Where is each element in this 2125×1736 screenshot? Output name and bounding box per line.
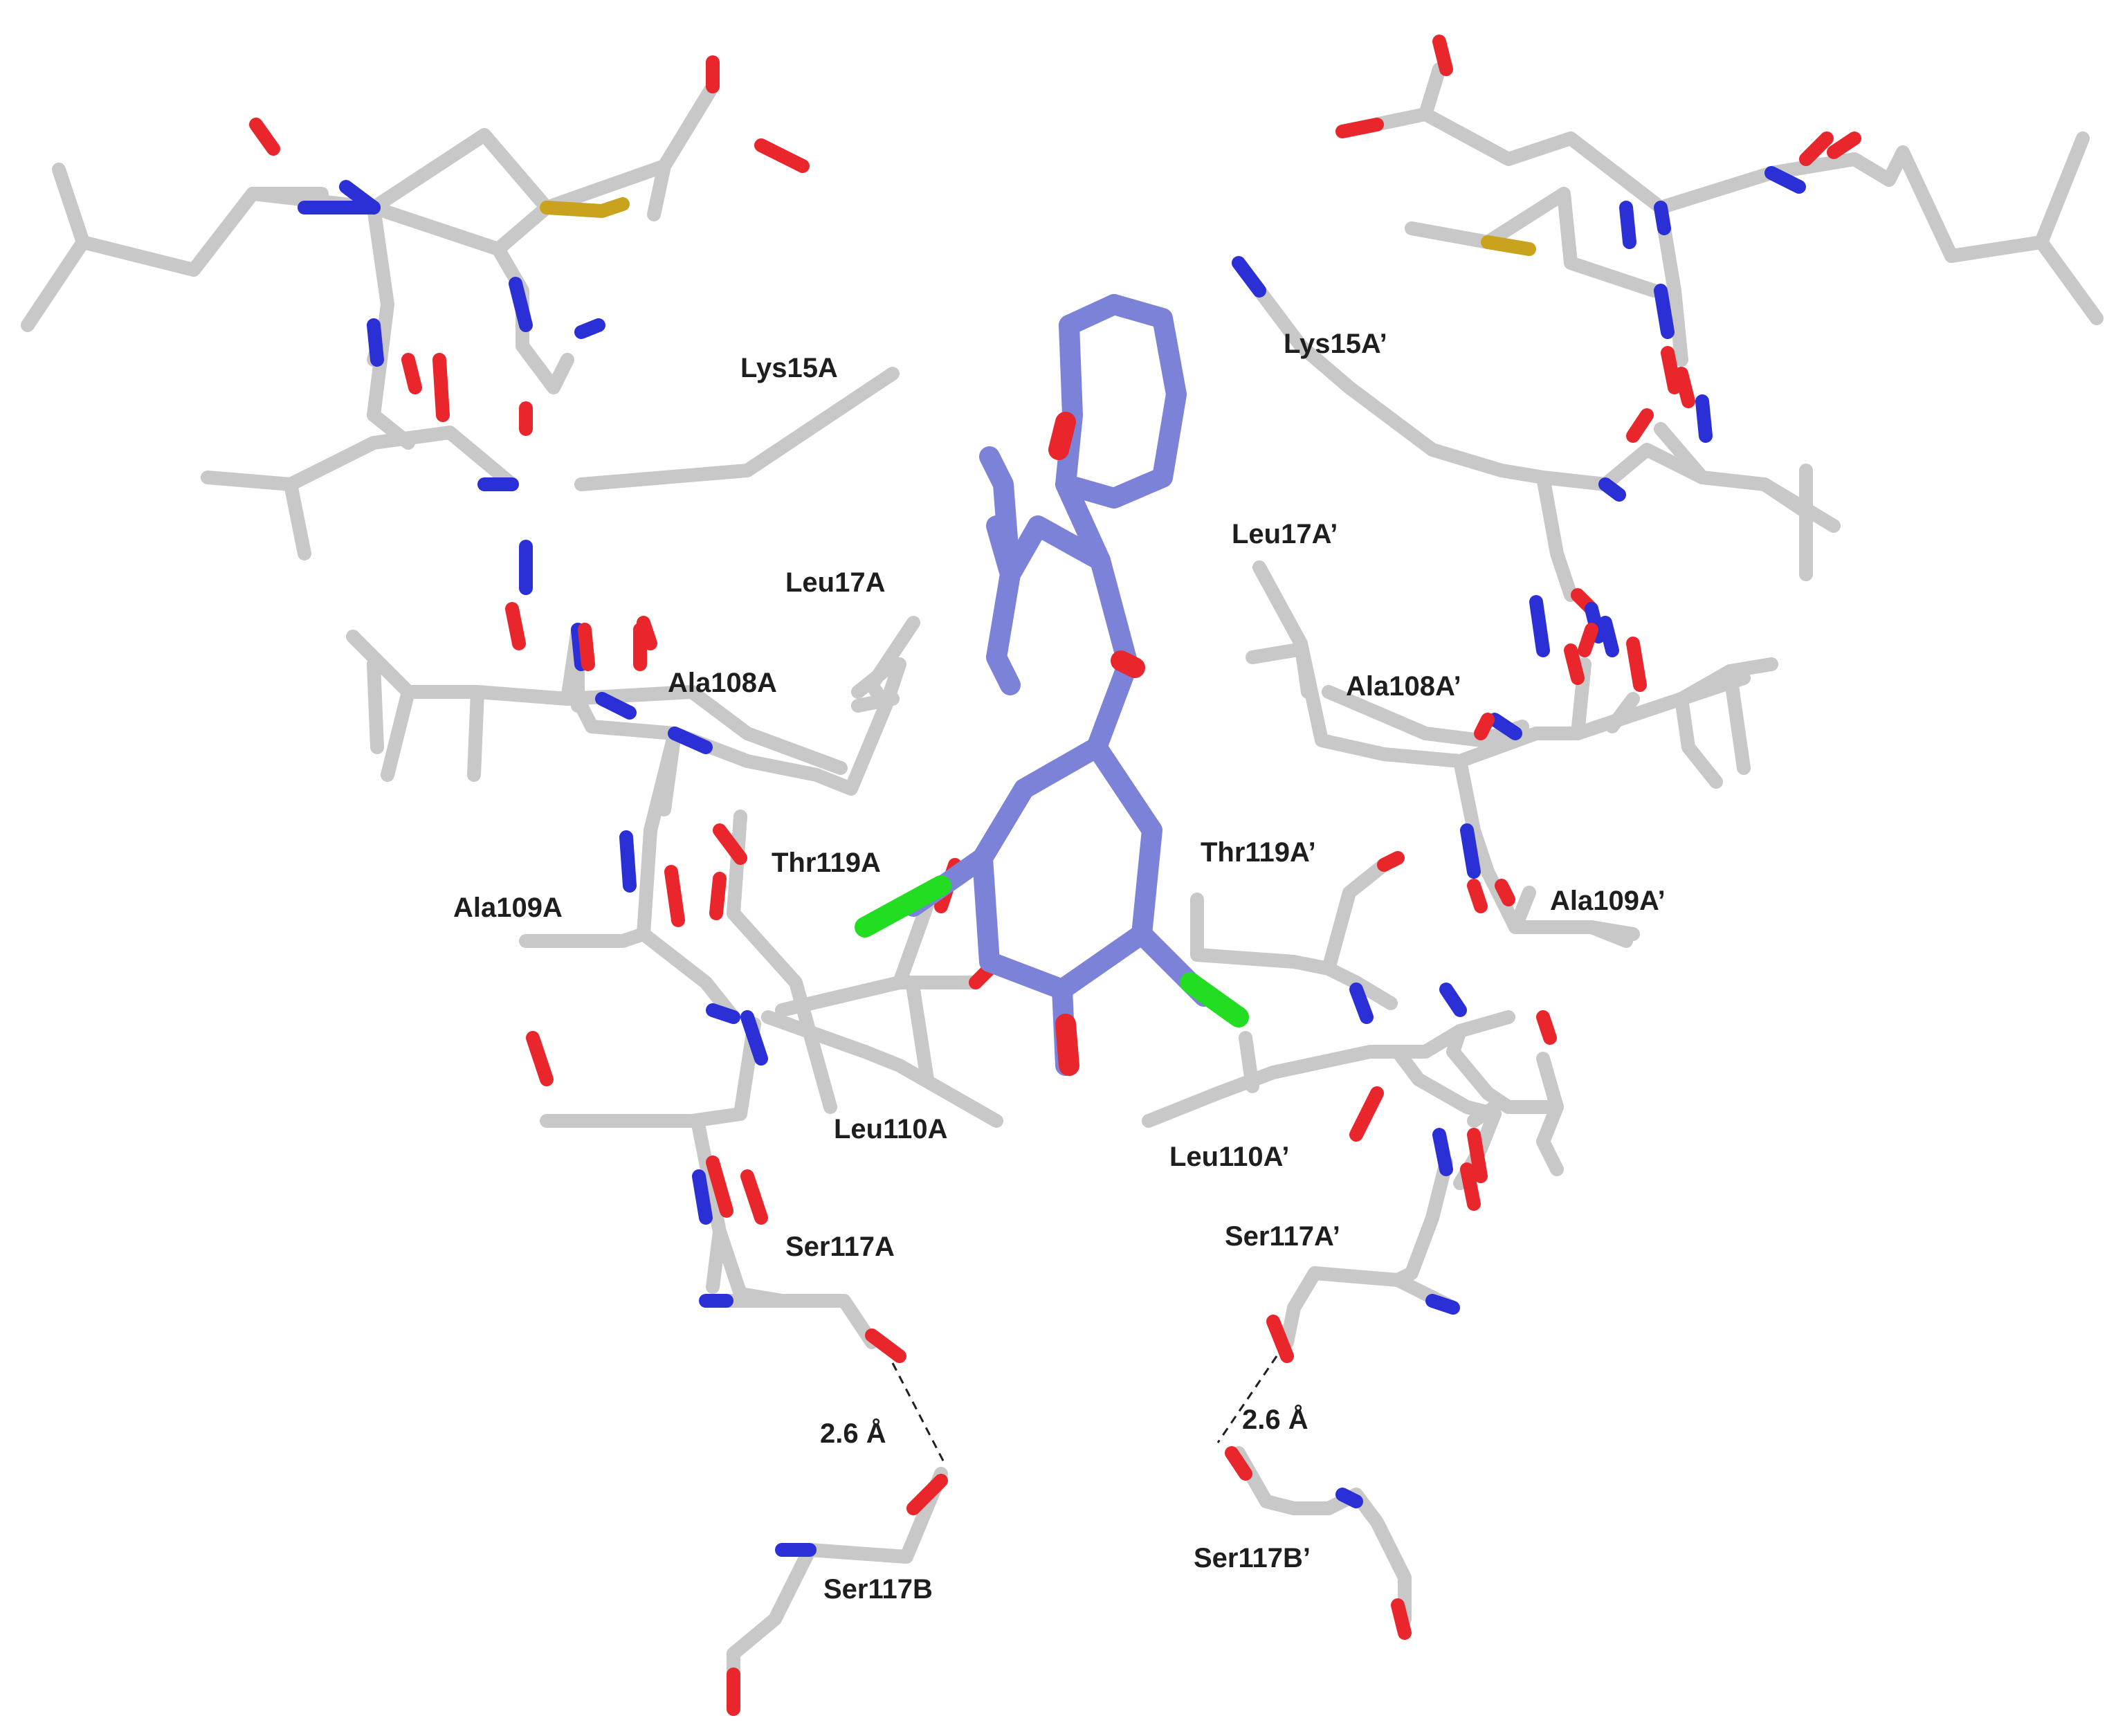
label-leu17a: Leu17A [785, 567, 886, 598]
hydrogen-bonds [891, 1355, 1278, 1464]
label-ser117b: Ser117B [823, 1574, 933, 1605]
residue-labels-right: Lys15A’ Leu17A’ Ala108A’ Thr119A’ Ala109… [1169, 329, 1666, 1573]
label-leu110a-prime: Leu110A’ [1169, 1142, 1289, 1172]
label-ser117b-prime: Ser117B’ [1194, 1543, 1311, 1573]
label-ser117a: Ser117A [785, 1232, 895, 1262]
heteroatom-bonds-right [1225, 35, 1861, 1640]
label-ala109a: Ala109A [453, 893, 563, 923]
protein-residues-left [21, 80, 1003, 1716]
ligand-molecule [903, 294, 1214, 1076]
ligand-heteroatoms [855, 412, 1249, 1076]
hbond-right [1216, 1355, 1278, 1443]
hbond-left [891, 1362, 946, 1464]
label-thr119a-prime: Thr119A’ [1201, 837, 1316, 868]
label-ala108a: Ala108A [668, 668, 777, 698]
label-leu17a-prime: Leu17A’ [1232, 519, 1338, 549]
label-distance-right: 2.6 Å [1242, 1404, 1308, 1435]
heteroatom-bonds-left [249, 55, 996, 1716]
residue-labels-left: Lys15A Leu17A Ala108A Thr119A Ala109A Le… [453, 353, 948, 1605]
label-lys15a: Lys15A [740, 353, 838, 383]
label-lys15a-prime: Lys15A’ [1284, 329, 1387, 359]
label-leu110a: Leu110A [834, 1114, 948, 1144]
label-thr119a: Thr119A [772, 848, 881, 878]
protein-residues-right [1142, 62, 2104, 1626]
label-ala109a-prime: Ala109A’ [1550, 886, 1666, 916]
label-ala108a-prime: Ala108A’ [1346, 671, 1461, 702]
label-distance-left: 2.6 Å [820, 1418, 886, 1449]
label-ser117a-prime: Ser117A’ [1225, 1221, 1340, 1252]
